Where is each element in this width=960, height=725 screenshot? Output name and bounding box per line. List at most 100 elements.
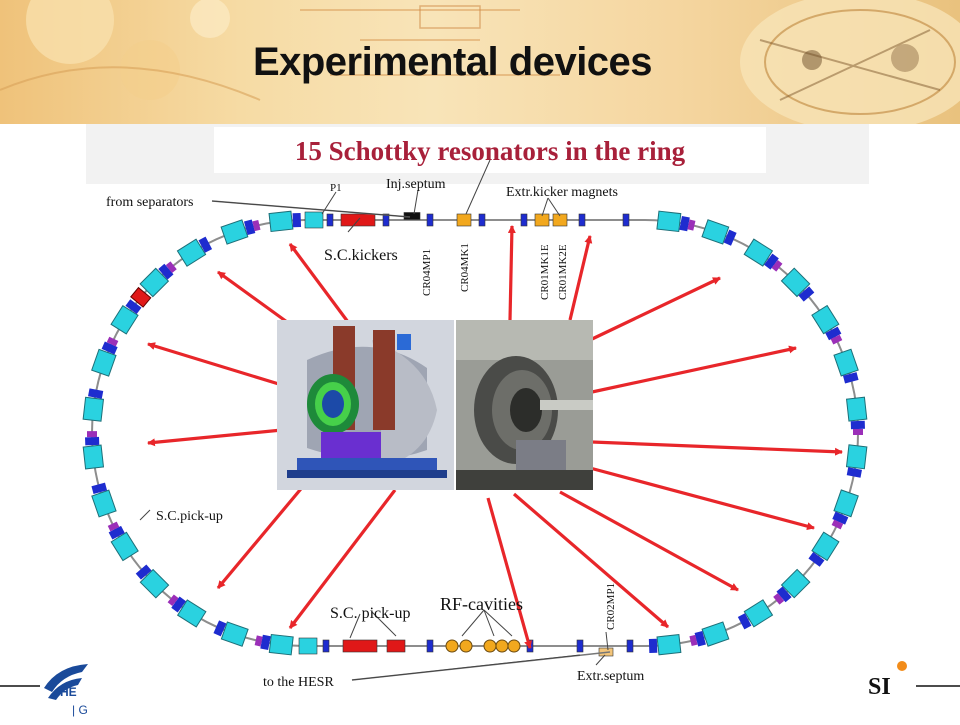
sextupole-magnet [773,593,785,605]
dipole-magnet [811,304,840,335]
resonator-arrow [147,342,283,387]
quadrupole-magnet [798,286,815,302]
cad-drawing [277,320,454,490]
resonator-arrow [589,276,721,342]
dipole-magnet [91,489,117,518]
label-cr04mp1: CR04MP1 [421,249,433,296]
quadrupole-magnet [198,236,213,253]
dipole-magnet [220,219,249,245]
helmholtz-logo: HE | G [42,658,94,720]
resonator-arrow [591,345,797,394]
sc-pickup-element [342,639,378,653]
diagram-labels: from separators P1 Inj.septum Extr.kicke… [106,177,644,690]
helmholtz-logo-sub: | G [72,703,88,717]
quadrupole-magnet [382,213,390,227]
dipole-magnet [656,633,682,656]
gsi-logo: SI [866,660,914,700]
quadrupole-magnet [326,213,334,227]
dipole-magnet [743,238,774,267]
quadrupole-magnet [91,482,108,494]
sextupole-magnet [852,428,864,435]
dipole-magnet [845,396,868,422]
label-from-separators: from separators [106,195,193,210]
quadrupole-magnet [832,511,849,525]
rf-cavity [483,639,497,653]
quadrupole-magnet [808,552,825,567]
dipole-magnet [811,531,840,562]
dipole-magnet [110,305,139,335]
resonator-arrow [216,476,312,590]
sc-pickup-left-element [130,286,152,308]
dipole-magnet [268,210,294,233]
sextupole-magnet [254,635,263,647]
quadrupole-magnet [243,219,256,236]
quadrupole-magnet [648,638,658,653]
resonator-arrow [559,490,739,592]
dipole-magnet [701,621,730,647]
sextupole-magnet [167,594,179,607]
quadrupole-magnet [135,564,152,580]
dipole-magnet [176,238,207,267]
cr04mk1-kicker [456,213,472,227]
extraction-kicker-2 [552,213,568,227]
resonator-arrow [512,492,670,629]
quadrupole-magnet [626,639,634,653]
quadrupole-magnet [85,436,100,446]
dipole-magnet [139,267,170,298]
dipole-magnet [82,444,105,470]
quadrupole-magnet [825,326,842,341]
label-rf-cavities: RF-cavities [440,594,523,614]
label-to-hesr: to the HESR [263,675,334,690]
label-sc-kickers: S.C.kickers [324,247,398,264]
quadrupole-magnet [292,213,302,228]
sextupole-magnet [165,261,177,273]
dipole-magnet [780,267,811,298]
quadrupole-magnet [850,420,865,430]
dipole-magnet [82,396,105,422]
resonator-cad-image [277,320,454,490]
rf-cavity [507,639,521,653]
dipole-magnet [656,210,682,233]
resonator-arrow [486,497,532,649]
quadrupole-magnet [426,213,434,227]
dipole-magnet [268,633,294,656]
rf-cavity [445,639,459,653]
quadrupole-magnet [158,263,174,280]
quadrupole-magnet [125,299,142,315]
quadrupole-magnet [737,613,752,630]
resonator-arrow [288,489,397,629]
quadrupole-magnet [776,586,792,603]
resonator-photo [456,320,593,490]
sextupole-magnet [106,336,119,347]
sextupole-magnet [831,519,844,530]
label-cr04mk1: CR04MK1 [459,243,471,292]
storage-ring [82,200,868,681]
banner-decoration [0,0,960,124]
dipole-magnet [845,444,868,470]
quadrupole-magnet [101,341,118,355]
resonator-arrow [147,428,283,447]
sextupole-magnet [771,260,783,272]
sextupole-magnet [107,521,120,532]
quadrupole-magnet [213,620,227,637]
quadrupole-magnet [576,639,584,653]
quadrupole-magnet [88,388,104,399]
resonator-arrow [568,235,593,321]
resonator-photo-art [456,320,593,490]
sextupole-magnet [830,334,843,345]
label-extr-septum: Extr.septum [577,669,644,684]
quadrupole-magnet [426,639,434,653]
gsi-logo-text: SI [868,674,891,700]
resonator-arrow [589,466,815,531]
quadrupole-magnet [679,216,690,232]
header-banner [0,0,960,124]
quadrupole-magnet [846,467,862,478]
dipole-magnet [139,568,170,599]
quadrupole-magnet [723,229,737,246]
dipole-magnet [833,489,859,518]
quadrupole-magnet [764,253,779,270]
dipole-magnet [91,348,117,377]
sc-pickup-element [386,639,406,653]
label-cr02mp1: CR02MP1 [605,583,617,630]
label-sc-pickup-left: S.C.pick-up [156,509,223,524]
